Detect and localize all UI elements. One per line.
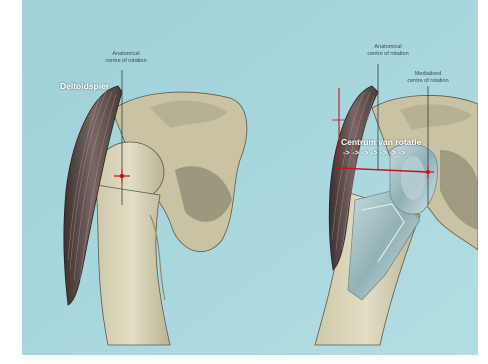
bottom-margin	[0, 355, 488, 359]
right-margin	[478, 0, 488, 359]
right-rotation-label: Centrum van rotatie	[341, 137, 421, 147]
right-anatomical-label: Anatomical centre of rotation	[358, 44, 418, 57]
right-medialised-label: Medialised centre of rotation	[398, 71, 458, 84]
left-anatomical-label: Anatomical centre of rotation	[96, 51, 156, 64]
right-rotation-arrows: -> -> -> -> -> -> ->	[343, 150, 406, 157]
left-muscle-label: Deltoidspier	[60, 81, 109, 91]
left-margin	[0, 0, 22, 359]
